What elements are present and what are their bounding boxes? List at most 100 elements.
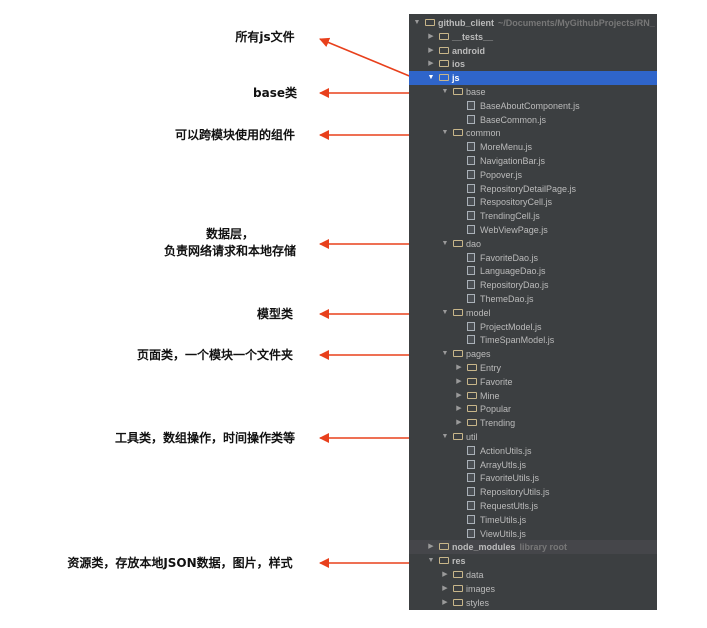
chevron-down-icon[interactable]: ▼: [441, 350, 449, 358]
folder-icon: [467, 419, 477, 427]
tree-folder-popular[interactable]: ▶Popular: [409, 402, 657, 416]
tree-item-name: Popover.js: [480, 169, 523, 180]
tree-item-label: RepositoryUtils.js: [480, 485, 550, 499]
tree-folder-favorite[interactable]: ▶Favorite: [409, 375, 657, 389]
tree-item-label: ActionUtils.js: [480, 444, 532, 458]
chevron-right-icon[interactable]: ▶: [428, 60, 434, 68]
tree-folder-js[interactable]: ▼js: [409, 71, 657, 86]
tree-item-name: Entry: [480, 363, 502, 373]
tree-folder-dao[interactable]: ▼dao: [409, 237, 657, 251]
tree-folder-util[interactable]: ▼util: [409, 430, 657, 444]
chevron-right-icon[interactable]: ▶: [428, 32, 434, 40]
tree-file-arrayutls-js[interactable]: ArrayUtls.js: [409, 458, 657, 472]
chevron-down-icon[interactable]: ▼: [427, 74, 435, 82]
tree-file-repositorydao-js[interactable]: RepositoryDao.js: [409, 278, 657, 292]
tree-item-name: data: [466, 570, 484, 580]
tree-item-name: WebViewPage.js: [480, 225, 548, 235]
tree-item-label: LanguageDao.js: [480, 264, 546, 278]
tree-item-name: RequestUtls.js: [480, 501, 539, 511]
tree-file-themedao-js[interactable]: ThemeDao.js: [409, 292, 657, 306]
tree-file-moremenu-js[interactable]: MoreMenu.js: [409, 140, 657, 154]
tree-item-name: images: [466, 583, 496, 594]
js-file-icon: [467, 473, 475, 483]
tree-item-label: WebViewPage.js: [480, 223, 548, 237]
tree-item-name: ArrayUtls.js: [480, 459, 527, 470]
tree-item-name: TimeSpanModel.js: [480, 335, 555, 346]
tree-file-navigationbar-js[interactable]: NavigationBar.js: [409, 154, 657, 168]
tree-file-basecommon-js[interactable]: BaseCommon.js: [409, 113, 657, 127]
folder-icon: [453, 584, 463, 592]
tree-file-baseaboutcomponent-js[interactable]: BaseAboutComponent.js: [409, 99, 657, 113]
folder-icon: [453, 239, 463, 247]
chevron-right-icon[interactable]: ▶: [456, 405, 462, 413]
chevron-down-icon[interactable]: ▼: [441, 129, 449, 137]
js-file-icon: [467, 225, 475, 234]
tree-file-webviewpage-js[interactable]: WebViewPage.js: [409, 223, 657, 237]
chevron-right-icon[interactable]: ▶: [442, 598, 448, 606]
js-file-icon: [467, 294, 475, 303]
tree-folder-data[interactable]: ▶ data: [409, 568, 657, 582]
tree-folder-github-client[interactable]: ▼github_client~/Documents/MyGithubProjec…: [409, 16, 657, 30]
chevron-right-icon[interactable]: ▶: [442, 584, 448, 592]
annotation-util: 工具类，数组操作，时间操作类等: [114, 431, 295, 445]
tree-folder-base[interactable]: ▼base: [409, 85, 657, 99]
tree-file-timespanmodel-js[interactable]: TimeSpanModel.js: [409, 333, 657, 347]
chevron-down-icon[interactable]: ▼: [441, 308, 449, 316]
chevron-right-icon[interactable]: ▶: [456, 391, 462, 399]
tree-item-label: ArrayUtls.js: [480, 458, 526, 472]
tree-folder-images[interactable]: ▶ images: [409, 582, 657, 596]
tree-folder-ios[interactable]: ▶ios: [409, 57, 657, 71]
tree-folder-pages[interactable]: ▼pages: [409, 347, 657, 361]
tree-item-label: Popover.js: [480, 168, 522, 182]
chevron-right-icon[interactable]: ▶: [456, 364, 462, 371]
tree-item-name: Mine: [480, 390, 500, 401]
folder-icon: [453, 350, 463, 358]
tree-file-favoriteutils-js[interactable]: FavoriteUtils.js: [409, 471, 657, 485]
tree-item-name: ThemeDao.js: [480, 294, 534, 304]
tree-file-repositoryutils-js[interactable]: RepositoryUtils.js: [409, 485, 657, 499]
tree-file-respositorycell-js[interactable]: RespositoryCell.js: [409, 195, 657, 209]
chevron-right-icon[interactable]: ▶: [442, 571, 448, 578]
tree-file-languagedao-js[interactable]: LanguageDao.js: [409, 264, 657, 278]
tree-file-viewutils-js[interactable]: ViewUtils.js: [409, 527, 657, 541]
tree-file-popover-js[interactable]: Popover.js: [409, 168, 657, 182]
tree-item-name: LanguageDao.js: [480, 266, 546, 277]
tree-folder-android[interactable]: ▶android: [409, 44, 657, 58]
tree-item-name: RepositoryDao.js: [480, 280, 549, 291]
tree-folder-model[interactable]: ▼model: [409, 306, 657, 320]
tree-file-trendingcell-js[interactable]: TrendingCell.js: [409, 209, 657, 223]
tree-folder-trending[interactable]: ▶Trending: [409, 416, 657, 430]
tree-file-actionutils-js[interactable]: ActionUtils.js: [409, 444, 657, 458]
chevron-right-icon[interactable]: ▶: [456, 419, 462, 427]
tree-file-requestutls-js[interactable]: RequestUtls.js: [409, 499, 657, 513]
chevron-right-icon[interactable]: ▶: [428, 46, 434, 54]
project-file-tree[interactable]: ▼github_client~/Documents/MyGithubProjec…: [409, 14, 657, 610]
tree-folder-mine[interactable]: ▶ Mine: [409, 389, 657, 403]
chevron-down-icon[interactable]: ▼: [413, 19, 421, 26]
tree-item-label: FavoriteUtils.js: [480, 471, 539, 485]
tree-folder-res[interactable]: ▼ res: [409, 554, 657, 568]
tree-item-label: common: [466, 126, 501, 140]
tree-item-name: ProjectModel.js: [480, 321, 542, 332]
tree-folder-tests[interactable]: ▶__tests__: [409, 30, 657, 44]
chevron-down-icon[interactable]: ▼: [441, 239, 449, 247]
tree-file-timeutils-js[interactable]: TimeUtils.js: [409, 513, 657, 527]
tree-item-label: RespositoryCell.js: [480, 195, 552, 209]
tree-item-label: BaseAboutComponent.js: [480, 99, 580, 113]
tree-file-favoritedao-js[interactable]: FavoriteDao.js: [409, 251, 657, 265]
folder-icon: [453, 308, 463, 316]
chevron-right-icon[interactable]: ▶: [456, 377, 462, 385]
tree-folder-styles[interactable]: ▶styles: [409, 596, 657, 610]
tree-item-label: res: [452, 554, 466, 568]
tree-folder-common[interactable]: ▼ common: [409, 126, 657, 140]
tree-file-projectmodel-js[interactable]: ProjectModel.js: [409, 320, 657, 334]
chevron-down-icon[interactable]: ▼: [441, 433, 449, 440]
chevron-down-icon[interactable]: ▼: [427, 557, 435, 565]
tree-folder-entry[interactable]: ▶ Entry: [409, 361, 657, 375]
tree-file-repositorydetailpage-js[interactable]: RepositoryDetailPage.js: [409, 182, 657, 196]
tree-item-label: MoreMenu.js: [480, 140, 532, 154]
chevron-down-icon[interactable]: ▼: [441, 88, 449, 95]
chevron-right-icon[interactable]: ▶: [428, 543, 434, 551]
tree-item-name: BaseCommon.js: [480, 114, 547, 125]
